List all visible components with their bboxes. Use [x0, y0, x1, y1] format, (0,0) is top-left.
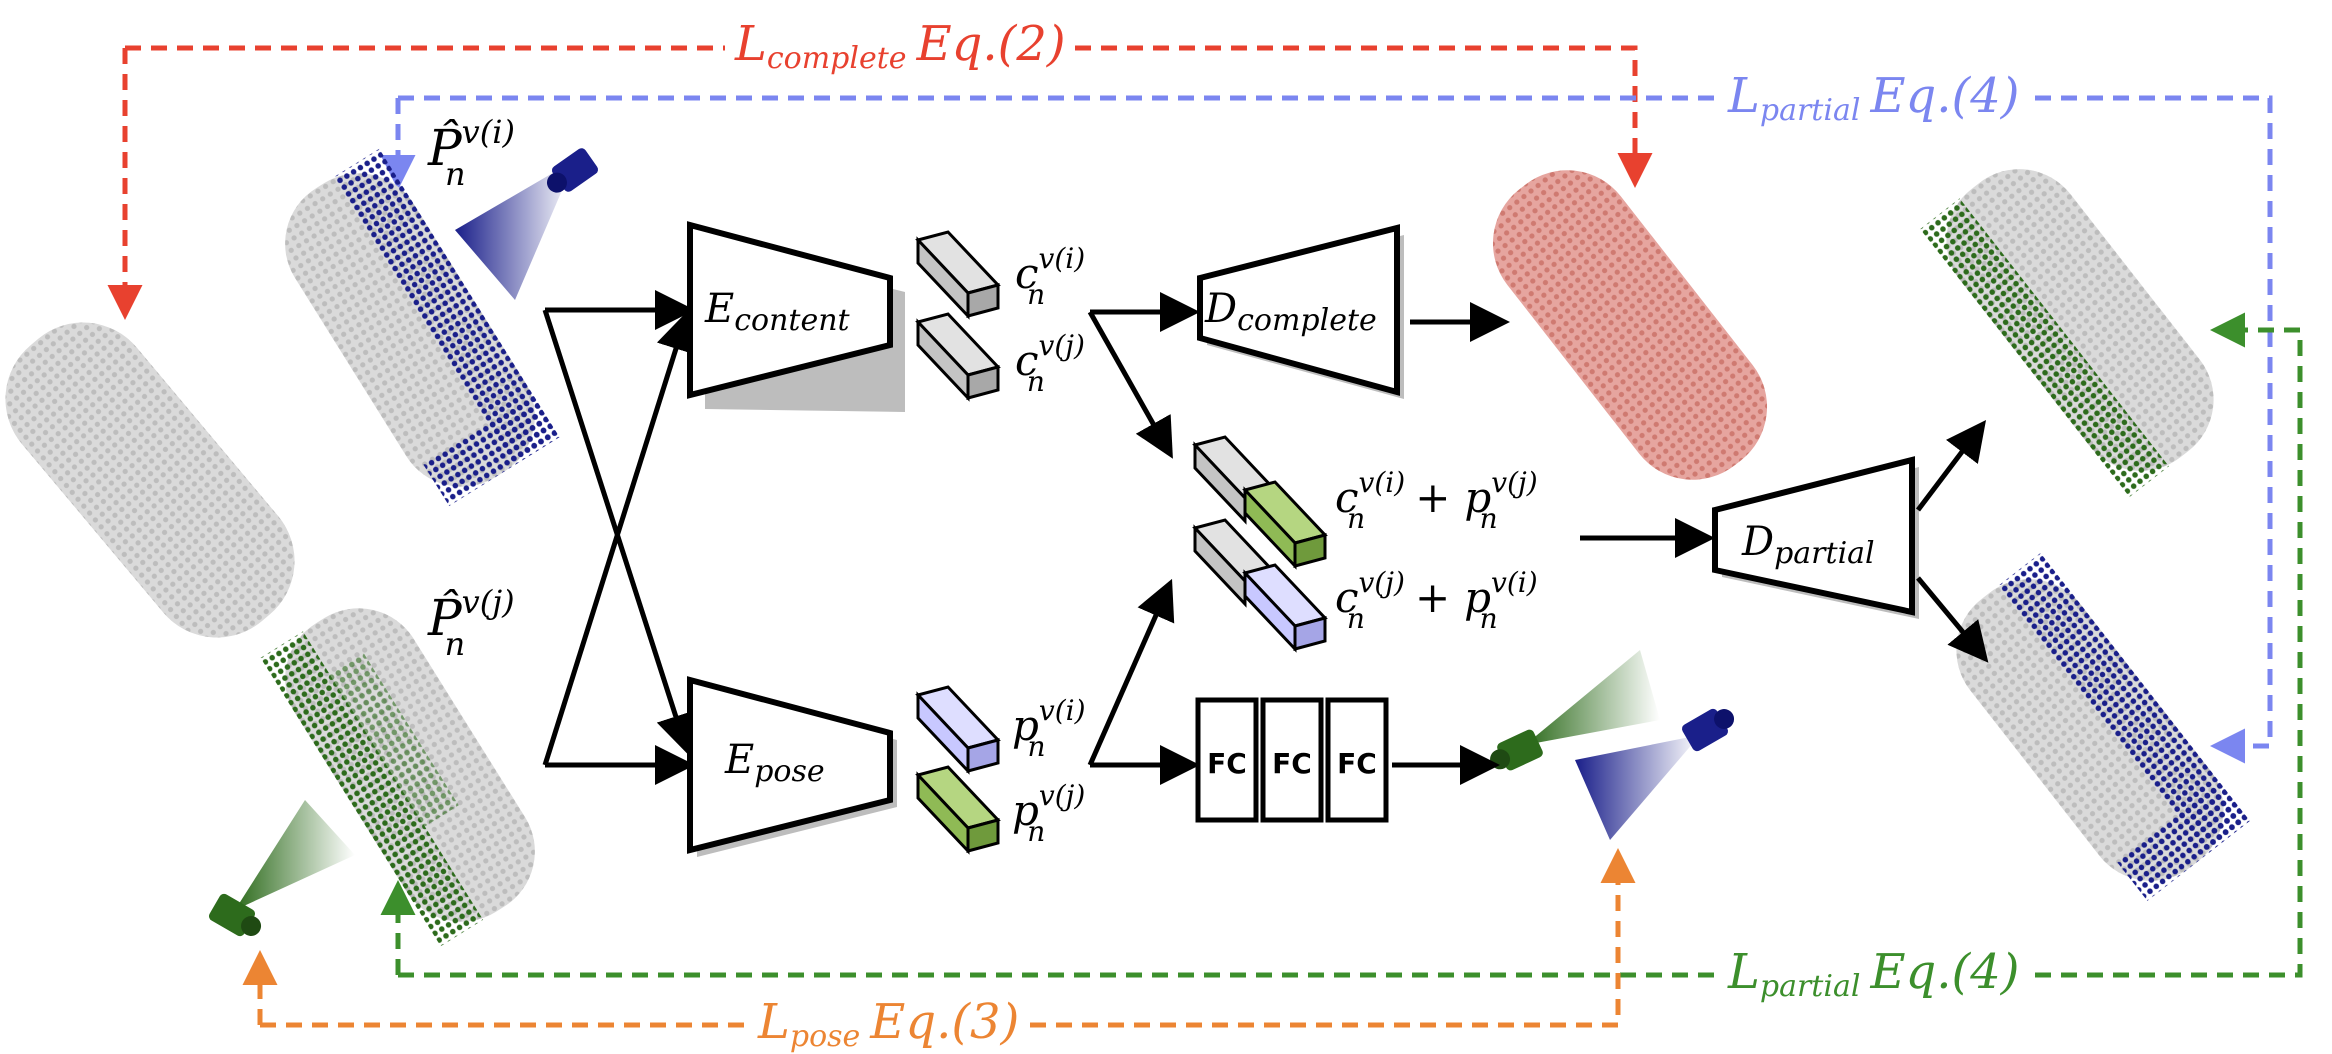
fc-layer-2: FC — [1260, 697, 1324, 823]
code-block-c-j — [915, 312, 1001, 402]
loss-partial-bottom-line — [380, 312, 2303, 978]
decoder-partial: Dpartial — [1712, 456, 1919, 619]
loss-partial-top-line — [380, 95, 2273, 764]
camera-icon — [1575, 708, 1735, 840]
code-block-c-i — [915, 230, 1001, 320]
input-arrows — [542, 290, 696, 785]
point-cloud-icon — [285, 148, 560, 506]
encoder-pose: Epose — [687, 676, 897, 857]
point-cloud-icon — [260, 608, 535, 947]
camera-icon — [455, 148, 599, 300]
fc-layer-1: FC — [1195, 697, 1259, 823]
decoder-partial-output-arrows — [1916, 420, 1989, 663]
point-cloud-icon — [1956, 552, 2250, 901]
combo-label-first: cv(i)n+pv(j)n — [1335, 466, 1538, 535]
svg-text:FC: FC — [1272, 747, 1312, 780]
point-cloud-icon — [1920, 169, 2214, 498]
combined-code-block-first — [1192, 435, 1328, 570]
code-label-c-i: cv(i)n — [1015, 242, 1085, 311]
code-block-p-i — [915, 685, 1001, 775]
loss-complete-line — [107, 45, 1653, 320]
point-cloud-icon — [1492, 170, 1768, 480]
code-label-p-i: pv(i)n — [1012, 694, 1086, 763]
encoder-content: Econtent — [687, 221, 905, 412]
decoder-complete: Dcomplete — [1197, 224, 1404, 399]
loss-pose-line — [242, 848, 1636, 1028]
svg-text:Dcomplete: Dcomplete — [1204, 286, 1377, 338]
svg-text:FC: FC — [1337, 747, 1377, 780]
input-label-bottom: P̂v(j)n — [427, 583, 515, 663]
code-block-p-j — [915, 765, 1001, 855]
svg-text:Dpartial: Dpartial — [1741, 519, 1875, 571]
content-branch-arrows — [1087, 292, 1200, 459]
combined-code-block-second — [1192, 518, 1328, 653]
svg-text:FC: FC — [1207, 747, 1247, 780]
svg-text:Econtent: Econtent — [704, 286, 851, 338]
code-label-c-j: cv(j)n — [1015, 329, 1085, 398]
camera-icon — [209, 800, 355, 937]
combo-label-second: cv(j)n+pv(i)n — [1335, 566, 1538, 635]
svg-text:Epose: Epose — [724, 737, 825, 789]
fc-layer-3: FC — [1325, 697, 1389, 823]
input-label-top: P̂v(i)n — [427, 113, 515, 193]
pose-branch-arrows — [1087, 578, 1200, 785]
code-label-p-j: pv(j)n — [1012, 779, 1085, 848]
point-cloud-icon — [5, 322, 295, 638]
